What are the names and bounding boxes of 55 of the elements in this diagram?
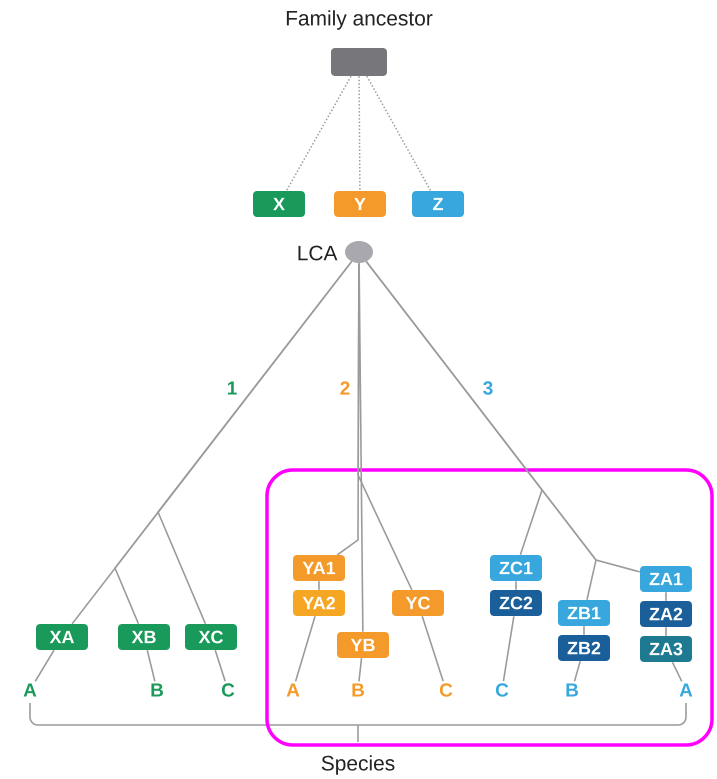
node-heading: Family ancestor [286,10,432,30]
tree-branch [157,261,352,624]
gene-box: ZA2 [640,601,692,627]
node-label: LCA [298,246,338,260]
tree-branch [421,616,444,682]
tree-branch [318,581,320,590]
branch-number: 3 [482,380,494,396]
tree-branch [366,261,543,556]
gene-box: XA [36,624,88,650]
species-letter: B [566,684,578,697]
tree-branch [358,658,362,682]
gene-box: XB [118,624,170,650]
tree-branch [286,76,352,192]
tree-branch [358,263,364,632]
gene-box: Y [334,191,386,217]
tree-branch [583,626,585,635]
gene-box: YA2 [293,590,345,616]
gene-box: ZC1 [490,555,542,581]
branch-number: 1 [226,380,238,396]
species-letter: A [24,684,36,697]
tree-branch [214,650,226,682]
species-letter: B [151,684,163,697]
gene-box: ZA3 [640,636,692,662]
tree-branch [366,261,640,573]
tree-branch [146,650,156,682]
tree-branch [665,592,667,601]
axis-caption: Species [320,754,396,776]
gene-box: ZB2 [558,635,610,661]
tree-branch [366,76,432,192]
branch-number: 2 [338,380,352,396]
species-letter: C [440,683,452,697]
highlight-frame [265,468,714,747]
tree-branch [665,627,667,636]
tree-branch [672,662,682,682]
species-letter: C [222,683,234,697]
species-letter: A [286,684,300,697]
gene-box: YB [337,632,389,658]
gene-box: ZC2 [490,590,542,616]
gene-box: YA1 [293,555,345,581]
species-letter: A [680,684,692,697]
gene-box: Z [412,191,464,217]
gene-box: ZA1 [640,566,692,592]
tree-branch [515,581,517,590]
tree-branch [358,76,361,191]
gene-box: YC [392,590,444,616]
species-letter: C [496,683,508,697]
species-letter: B [352,684,364,697]
tree-branch [574,660,581,682]
tree-branch [34,650,55,682]
gene-box: ZB1 [558,600,610,626]
tree-branch [357,263,413,590]
tree-branch [294,616,316,682]
gene-box: XC [185,624,237,650]
tree-branch [502,616,515,682]
gene-box: X [253,191,305,217]
